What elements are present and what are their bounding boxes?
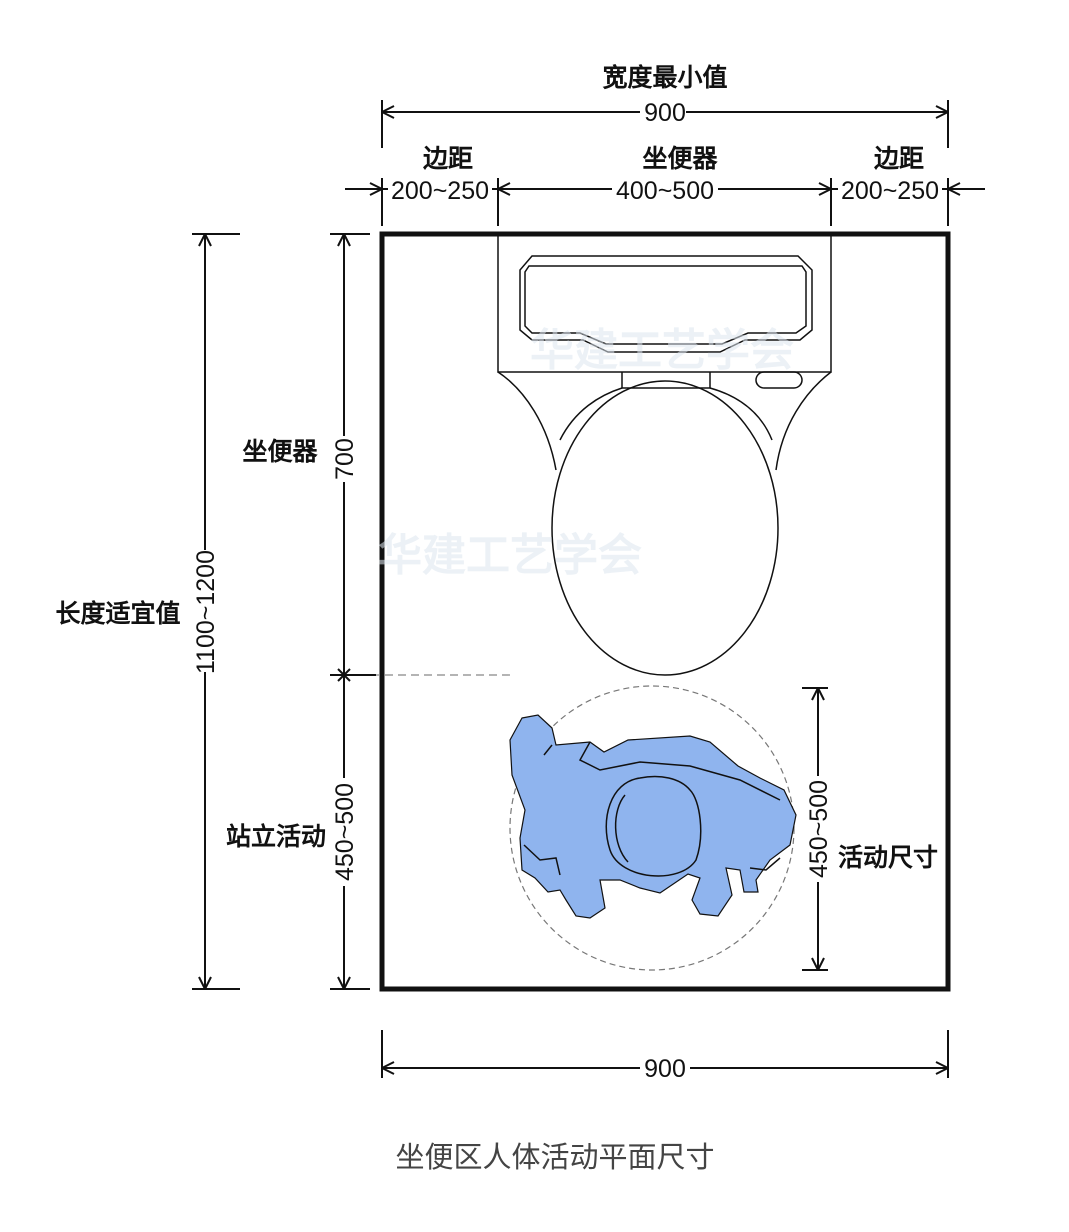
- watermark-top: 华建工艺学会: [530, 325, 794, 376]
- width-min-title: 宽度最小值: [602, 63, 727, 92]
- activity-size-label: 活动尺寸: [838, 843, 938, 872]
- left-segment-dimension: [330, 233, 376, 990]
- total-length-value: 1100~1200: [192, 550, 220, 674]
- toilet-width-label: 坐便器: [642, 144, 718, 173]
- length-suitable-label: 长度适宜值: [55, 599, 180, 628]
- left-margin-value: 200~250: [391, 177, 489, 205]
- toilet-plan: [497, 234, 832, 676]
- top-total-dimension: [381, 100, 949, 148]
- bottom-total-dimension: [381, 1030, 949, 1080]
- person-top-view: [509, 714, 797, 919]
- right-activity-dimension: [802, 687, 831, 971]
- top-total-value: 900: [644, 99, 686, 127]
- bottom-total-value: 900: [644, 1055, 686, 1083]
- watermark-center: 华建工艺学会: [378, 530, 642, 581]
- right-margin-value: 200~250: [841, 177, 939, 205]
- stand-activity-label: 站立活动: [226, 822, 326, 851]
- activity-size-value: 450~500: [805, 780, 833, 878]
- stand-length-value: 450~500: [331, 783, 359, 881]
- left-total-dimension: [191, 233, 240, 990]
- top-segment-dimension: [345, 177, 985, 226]
- right-margin-label: 边距: [874, 144, 924, 173]
- toilet-length-label: 坐便器: [242, 437, 318, 466]
- toilet-width-value: 400~500: [616, 177, 714, 205]
- room-outline: [379, 231, 951, 992]
- diagram-caption: 坐便区人体活动平面尺寸: [395, 1140, 714, 1174]
- left-margin-label: 边距: [423, 144, 473, 173]
- toilet-length-value: 700: [331, 438, 359, 480]
